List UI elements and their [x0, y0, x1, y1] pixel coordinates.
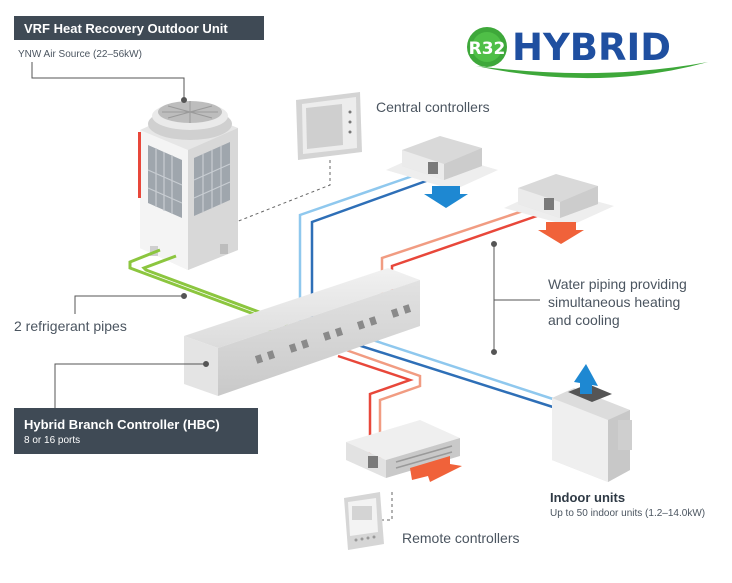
outdoor-unit [138, 101, 238, 270]
indoor-floor-unit [552, 364, 632, 482]
outdoor-unit-title: VRF Heat Recovery Outdoor Unit [24, 21, 228, 36]
hbc-label-box: Hybrid Branch Controller (HBC) 8 or 16 p… [14, 408, 258, 454]
logo-badge: R32 [469, 39, 506, 59]
hybrid-branch-controller [184, 268, 420, 396]
remote-controller [344, 492, 384, 550]
leader-lines [31, 62, 540, 408]
ceiling-cassette-heating [504, 174, 614, 244]
ceiling-cassette-cooling [386, 136, 498, 208]
remote-controllers-label: Remote controllers [402, 530, 520, 546]
indoor-units-title: Indoor units [550, 490, 626, 505]
hbc-subtitle: 8 or 16 ports [24, 435, 81, 446]
central-controller [296, 92, 362, 160]
water-piping-label-3: and cooling [548, 312, 620, 328]
dashed-connections [235, 160, 393, 521]
logo-word: HYBRID [512, 26, 671, 69]
r32-hybrid-logo: R32 HYBRID [467, 26, 708, 79]
hbc-title: Hybrid Branch Controller (HBC) [24, 417, 220, 432]
ducted-indoor-unit [346, 420, 462, 482]
outdoor-unit-subtitle: YNW Air Source (22–56kW) [18, 49, 142, 60]
water-piping-label-2: simultaneous heating [548, 294, 681, 310]
indoor-units-subtitle: Up to 50 indoor units (1.2–14.0kW) [550, 508, 706, 519]
water-piping-label-1: Water piping providing [548, 276, 687, 292]
refrigerant-pipes-label: 2 refrigerant pipes [14, 318, 127, 334]
central-controllers-label: Central controllers [376, 99, 490, 115]
outdoor-unit-title-box: VRF Heat Recovery Outdoor Unit [14, 16, 264, 40]
